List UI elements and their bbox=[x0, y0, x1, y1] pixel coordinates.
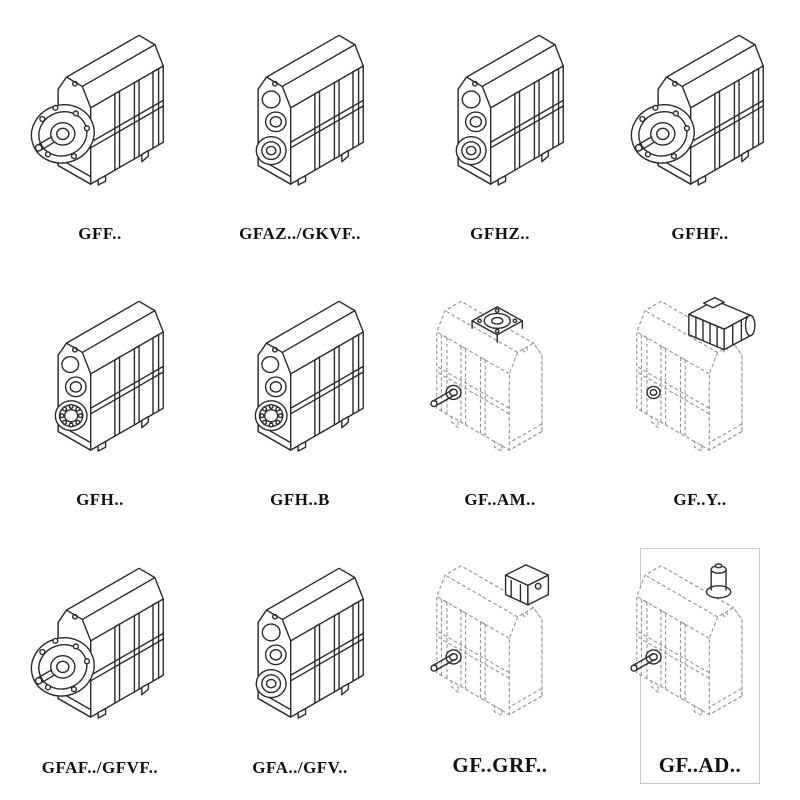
motor-adapter-gearbox-drawing bbox=[407, 282, 593, 488]
gearbox-label: GFH.. bbox=[76, 490, 124, 509]
gearbox-cell-gf-grf: GF..GRF.. bbox=[440, 548, 560, 784]
gearbox-cell-gfa-gfv: GFA../GFV.. bbox=[240, 548, 360, 784]
gearbox-cell-gf-am: GF..AM.. bbox=[440, 282, 560, 516]
input-adapter-gearbox-drawing bbox=[407, 548, 593, 751]
gearbox-cell-gfh-b: GFH..B bbox=[240, 282, 360, 516]
hollow-shaft-gearbox-drawing bbox=[407, 16, 593, 222]
hollow-shaft-gearbox-drawing bbox=[207, 16, 393, 222]
gearbox-label: GF..GRF.. bbox=[452, 753, 548, 777]
gearbox-label: GFHZ.. bbox=[470, 224, 530, 243]
gearbox-label: GF..Y.. bbox=[673, 490, 727, 509]
gearbox-cell-gfhf: GFHF.. bbox=[640, 16, 760, 250]
gearbox-cell-gfaf-gfvf: GFAF../GFVF.. bbox=[40, 548, 160, 784]
gearbox-label: GF..AD.. bbox=[658, 753, 742, 777]
foot-mounted-gearbox-drawing bbox=[7, 282, 193, 488]
input-shaft-gearbox-drawing bbox=[607, 548, 793, 751]
gearbox-label: GFHF.. bbox=[671, 224, 729, 243]
hollow-shaft-gearbox-drawing bbox=[207, 548, 393, 756]
gearbox-cell-gf-y: GF..Y.. bbox=[640, 282, 760, 516]
gearbox-label: GF..AM.. bbox=[464, 490, 536, 509]
flange-gearbox-drawing bbox=[7, 16, 193, 222]
gearbox-cell-gfaz-gkvf: GFAZ../GKVF.. bbox=[239, 16, 361, 250]
gearbox-label: GFF.. bbox=[78, 224, 122, 243]
foot-mounted-gearbox-drawing bbox=[207, 282, 393, 488]
gearbox-cell-gff: GFF.. bbox=[40, 16, 160, 250]
gearbox-cell-gf-ad: GF..AD.. bbox=[640, 548, 760, 784]
gearbox-label: GFAF../GFVF.. bbox=[41, 758, 159, 777]
gearbox-label: GFA../GFV.. bbox=[252, 758, 348, 777]
flange-gearbox-drawing bbox=[7, 548, 193, 756]
gearbox-cell-gfhz: GFHZ.. bbox=[440, 16, 560, 250]
gearbox-label: GFAZ../GKVF.. bbox=[239, 224, 361, 243]
flange-gearbox-drawing bbox=[607, 16, 793, 222]
gearbox-label: GFH..B bbox=[270, 490, 330, 509]
motor-mounted-gearbox-drawing bbox=[607, 282, 793, 488]
gearbox-cell-gfh: GFH.. bbox=[40, 282, 160, 516]
